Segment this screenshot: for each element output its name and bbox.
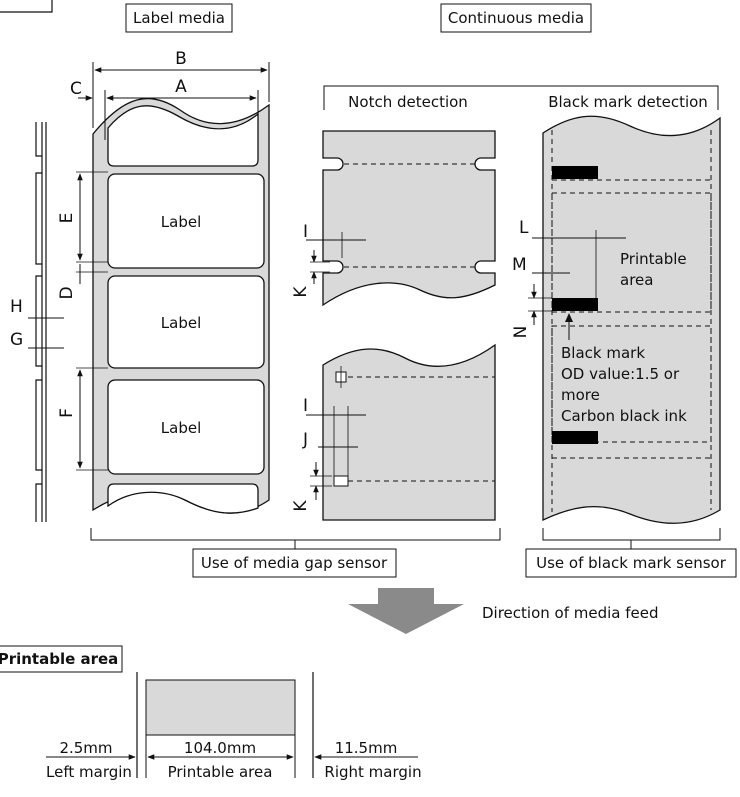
continuous-bracket	[323, 85, 719, 110]
blackmark-printable-area-label: Printable	[620, 250, 687, 268]
dim-k-bottom-label: K	[291, 500, 311, 512]
black-mark-1	[552, 166, 598, 179]
left-margin-value: 2.5mm	[59, 739, 112, 757]
left-margin-label: Left margin	[46, 763, 132, 781]
dim-c-label: C	[70, 79, 82, 99]
gap-sensor-bracket	[90, 528, 501, 541]
notch-media-top	[322, 130, 496, 307]
blackmark-note-3: more	[561, 386, 600, 404]
right-margin-label: Right margin	[324, 763, 421, 781]
blackmark-note-1: Black mark	[561, 344, 645, 362]
dim-n-label: N	[511, 326, 531, 339]
feed-arrow	[348, 588, 464, 634]
cropped-frame	[0, 0, 53, 13]
dim-f-label: F	[57, 408, 77, 418]
dim-m-label: M	[512, 255, 527, 275]
printable-area-rect	[145, 679, 296, 736]
printable-width-label: Printable area	[168, 763, 273, 781]
blackmark-note-2: OD value:1.5 or	[561, 365, 680, 383]
printable-width-value: 104.0mm	[184, 739, 256, 757]
blackmark-printable-area-label-2: area	[620, 271, 653, 289]
label-3	[107, 379, 265, 475]
dim-l-label: L	[519, 218, 529, 238]
notch-title: Notch detection	[348, 93, 468, 111]
blackmark-sensor-box	[525, 548, 737, 578]
dim-h-label: H	[10, 297, 23, 317]
continuous-media-box	[440, 3, 592, 33]
blackmark-title: Black mark detection	[548, 93, 708, 111]
dim-k-top-label: K	[291, 286, 311, 298]
blackmark-sensor-label: Use of black mark sensor	[536, 554, 727, 572]
printable-title-box	[0, 645, 123, 673]
dim-d-label: D	[57, 286, 77, 299]
dim-b-label: B	[175, 49, 187, 69]
blackmark-media	[542, 115, 721, 524]
label-media-title: Label media	[133, 9, 225, 27]
right-margin-value: 11.5mm	[335, 739, 398, 757]
dim-j-label: J	[302, 430, 308, 450]
gap-sensor-label: Use of media gap sensor	[201, 554, 388, 572]
feed-direction-label: Direction of media feed	[482, 604, 659, 622]
label-1	[107, 173, 265, 269]
label-side-view	[35, 122, 47, 522]
notch-media-bottom	[322, 343, 496, 521]
printable-title: Printable area	[0, 650, 118, 668]
blackmark-note-4: Carbon black ink	[561, 407, 687, 425]
blackmark-sensor-bracket	[542, 528, 721, 541]
label-2-text: Label	[161, 314, 201, 332]
label-partial-bottom	[107, 483, 259, 514]
label-3-text: Label	[161, 419, 201, 437]
label-1-text: Label	[161, 213, 201, 231]
gap-sensor-box	[192, 548, 397, 578]
black-mark-3	[552, 431, 598, 444]
dim-i-top-label: I	[303, 222, 308, 242]
dim-i-bottom-label: I	[303, 396, 308, 416]
dim-g-label: G	[10, 330, 23, 350]
dim-a-label: A	[175, 77, 187, 97]
label-2	[107, 275, 265, 369]
continuous-media-title: Continuous media	[448, 9, 584, 27]
dim-e-label: E	[57, 213, 77, 224]
black-mark-2	[552, 298, 598, 311]
label-media-box	[125, 3, 233, 33]
